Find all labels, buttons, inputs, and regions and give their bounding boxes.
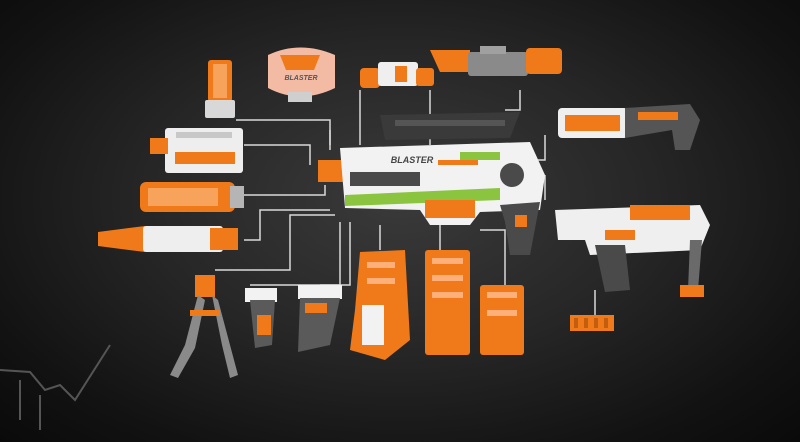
corner-watermark (0, 344, 111, 430)
small-scope-attachment (360, 62, 434, 88)
angled-grip-attachment (298, 285, 342, 352)
long-barrel-attachment (98, 226, 238, 252)
main-blaster-label: BLASTER (391, 155, 434, 165)
pistol-attachment (555, 205, 710, 297)
face-mask-label: BLASTER (284, 75, 317, 82)
phone-holder-attachment (205, 60, 235, 118)
curved-magazine (350, 250, 410, 360)
main-blaster-body: BLASTER (318, 142, 545, 255)
bipod-attachment (170, 275, 238, 378)
rail-clip-attachment (570, 315, 614, 331)
face-mask-attachment: BLASTER (268, 47, 335, 102)
straight-magazine-small (480, 285, 524, 355)
barrel-extension-orange (140, 182, 244, 212)
folding-stock-attachment (558, 104, 700, 150)
vertical-grip-attachment (245, 288, 277, 348)
top-rail-attachment (380, 112, 520, 140)
barrel-extension-white (150, 128, 243, 173)
straight-magazine-large (425, 250, 470, 355)
long-scope-attachment (430, 46, 562, 76)
